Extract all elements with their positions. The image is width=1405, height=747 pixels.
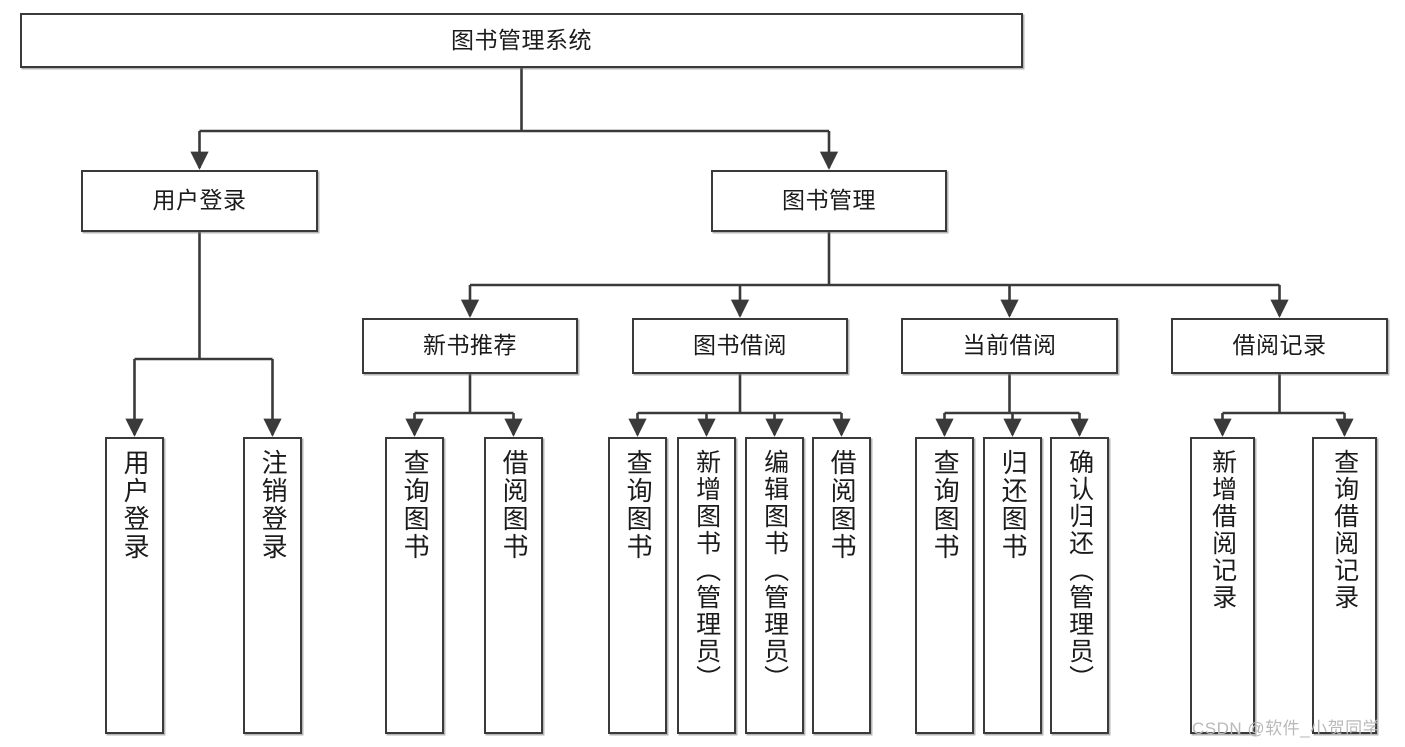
node-leaf-query-book-1[interactable]: 查询图书 [385, 437, 444, 734]
node-label: 新增借阅记录 [1208, 449, 1237, 611]
node-label: 图书管理系统 [451, 26, 592, 53]
node-label: 新增图书（管理员） [692, 449, 721, 692]
node-leaf-query-record[interactable]: 查询借阅记录 [1312, 437, 1377, 734]
node-new-book-rec[interactable]: 新书推荐 [362, 318, 578, 374]
node-label: 借阅图书 [827, 449, 858, 561]
node-label: 图书管理 [782, 187, 876, 214]
node-label: 用户登录 [120, 449, 151, 561]
node-label: 确认归还（管理员） [1065, 449, 1094, 692]
node-leaf-query-book-2[interactable]: 查询图书 [608, 437, 667, 734]
node-label: 查询图书 [400, 449, 431, 561]
node-leaf-confirm-return[interactable]: 确认归还（管理员） [1050, 437, 1109, 734]
node-leaf-logout[interactable]: 注销登录 [243, 437, 302, 734]
node-label: 借阅图书 [499, 449, 530, 561]
node-root[interactable]: 图书管理系统 [20, 13, 1023, 68]
node-borrow-record[interactable]: 借阅记录 [1171, 318, 1388, 374]
node-label: 查询借阅记录 [1330, 449, 1359, 611]
node-label: 图书借阅 [693, 332, 787, 359]
node-label: 当前借阅 [962, 332, 1057, 359]
node-leaf-query-book-3[interactable]: 查询图书 [915, 437, 974, 734]
node-book-borrow[interactable]: 图书借阅 [632, 318, 848, 374]
node-label: 编辑图书（管理员） [760, 449, 789, 692]
node-label: 归还图书 [998, 449, 1029, 561]
node-book-mgmt[interactable]: 图书管理 [711, 170, 947, 232]
node-leaf-user-login[interactable]: 用户登录 [105, 437, 164, 734]
node-label: 借阅记录 [1232, 332, 1327, 359]
node-label: 查询图书 [623, 449, 654, 561]
node-label: 查询图书 [930, 449, 961, 561]
node-leaf-edit-book[interactable]: 编辑图书（管理员） [745, 437, 804, 734]
node-leaf-borrow-book-1[interactable]: 借阅图书 [484, 437, 543, 734]
csdn-watermark: CSDN @软件_小贺同学 [1192, 719, 1381, 738]
node-label: 注销登录 [258, 449, 289, 561]
node-current-borrow[interactable]: 当前借阅 [901, 318, 1118, 374]
node-label: 新书推荐 [423, 332, 517, 359]
node-leaf-return-book[interactable]: 归还图书 [983, 437, 1042, 734]
node-user-login[interactable]: 用户登录 [81, 170, 318, 232]
node-leaf-borrow-book-2[interactable]: 借阅图书 [812, 437, 871, 734]
node-leaf-add-record[interactable]: 新增借阅记录 [1190, 437, 1255, 734]
node-leaf-add-book[interactable]: 新增图书（管理员） [677, 437, 736, 734]
node-label: 用户登录 [152, 187, 247, 214]
